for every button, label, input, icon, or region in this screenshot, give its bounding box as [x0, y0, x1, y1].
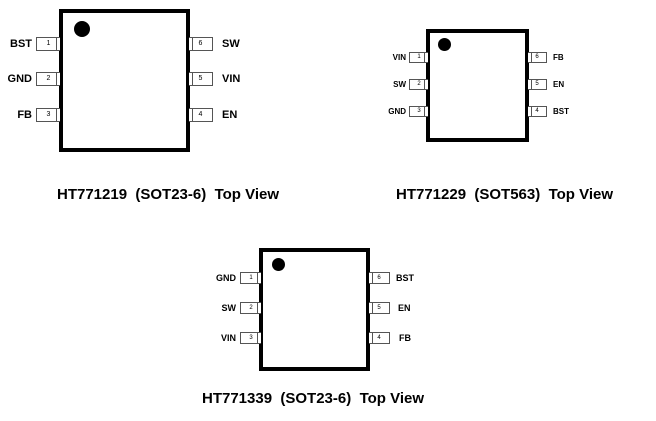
pin-label: BST [553, 107, 569, 116]
pin1-indicator-dot [272, 258, 285, 271]
pin-label: FB [17, 109, 32, 121]
pin-label: GND [7, 73, 32, 85]
pin-label: VIN [220, 333, 236, 343]
pin-label: EN [553, 80, 565, 89]
package-caption: HT771219 (SOT23-6) Top View [57, 186, 280, 203]
pin-box: 5 [189, 72, 213, 86]
pin-box: 1 [240, 272, 261, 284]
pin-label: SW [222, 38, 240, 50]
pin-box: 2 [36, 72, 60, 86]
pin-box: 2 [240, 302, 261, 314]
pin-label: EN [222, 109, 238, 121]
pin-box: 5 [528, 79, 547, 90]
pin-box: 3 [240, 332, 261, 344]
pin-label: FB [553, 53, 564, 62]
pin-label: EN [398, 303, 411, 313]
pin-box: 6 [189, 37, 213, 51]
pin-box: 4 [369, 332, 390, 344]
pin-box: 1 [409, 52, 428, 63]
pin-label: SW [221, 303, 237, 313]
pin-box: 3 [409, 106, 428, 117]
pin-label: SW [393, 80, 406, 89]
pin-box: 2 [409, 79, 428, 90]
pin-box: 5 [369, 302, 390, 314]
pin-box: 4 [189, 108, 213, 122]
pin-label: GND [388, 107, 406, 116]
package-caption: HT771229 (SOT563) Top View [396, 186, 614, 203]
pin-label: BST [396, 273, 414, 283]
pin-box: 4 [528, 106, 547, 117]
package-caption: HT771339 (SOT23-6) Top View [202, 390, 425, 407]
pin-label: BST [10, 38, 32, 50]
pin-label: FB [399, 333, 411, 343]
pin-box: 1 [36, 37, 60, 51]
pin1-indicator-dot [74, 21, 90, 37]
pin-box: 6 [528, 52, 547, 63]
pin-box: 3 [36, 108, 60, 122]
pin-label: GND [216, 273, 236, 283]
pin-label: VIN [222, 73, 241, 85]
pin-label: VIN [392, 53, 406, 62]
pin-box: 6 [369, 272, 390, 284]
pin1-indicator-dot [438, 38, 451, 51]
